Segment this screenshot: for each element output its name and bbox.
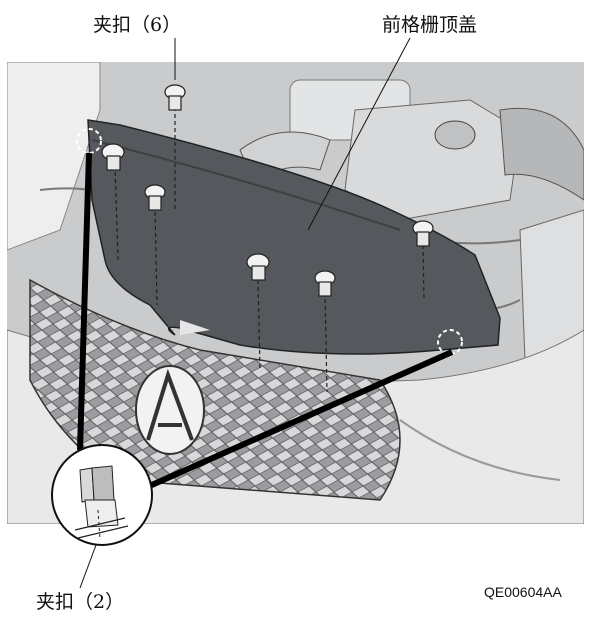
grille-top-cover bbox=[87, 119, 501, 355]
detail-leader-line bbox=[79, 544, 97, 589]
front-grille bbox=[29, 278, 401, 501]
detail-clip-icon bbox=[51, 444, 153, 546]
push-clip-icon bbox=[101, 84, 434, 393]
cover-label: 前格栅顶盖 bbox=[382, 14, 478, 36]
figure-code: QE00604AA bbox=[484, 584, 562, 600]
clip-top-label: 夹扣（6） bbox=[93, 14, 182, 36]
clip-bottom-label: 夹扣（2） bbox=[36, 591, 125, 613]
car-emblem-icon bbox=[135, 365, 205, 455]
cover-leader-line bbox=[307, 37, 411, 231]
